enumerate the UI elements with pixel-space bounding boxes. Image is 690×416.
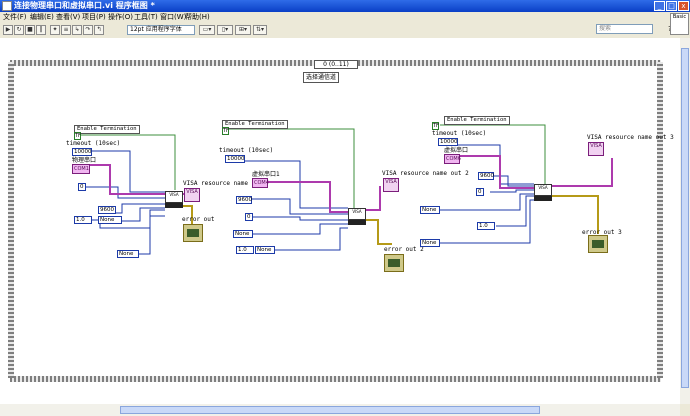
toolbar: ▶ ↻ ■ ‖ ✦ ≡ ↳ ↷ ↰ 12pt 应用程序字体 ▭▾ ▯▾ ⊞▾ ⇅…: [0, 23, 690, 39]
menu-operate[interactable]: 操作(O): [108, 13, 133, 21]
block-diagram[interactable]: 0 (0..11) 选择通信道 Enable Termination TF ti…: [0, 38, 680, 404]
title-bar: 连接物理串口和虚拟串口.vi 程序框图 * _ □ x: [0, 0, 690, 12]
zero-constant-1[interactable]: 0: [78, 183, 86, 191]
run-arrow-icon[interactable]: ▶: [3, 25, 13, 35]
case-label: 选择通信道: [303, 72, 340, 83]
flow-control-enum-2[interactable]: None: [255, 246, 275, 254]
enable-termination-constant-1[interactable]: TF: [74, 132, 81, 140]
reorder-icon[interactable]: ⇅▾: [253, 25, 267, 35]
align-objects-icon[interactable]: ▭▾: [199, 25, 215, 35]
menu-edit[interactable]: 编辑(E): [30, 13, 54, 21]
timeout-control-2[interactable]: 10000: [225, 155, 245, 163]
error-out-indicator-2[interactable]: [384, 254, 404, 272]
parity-enum-2[interactable]: None: [233, 230, 253, 238]
run-continuously-icon[interactable]: ↻: [14, 25, 24, 35]
case-selector[interactable]: 0 (0..11): [314, 60, 358, 69]
horizontal-scrollbar[interactable]: [0, 404, 680, 416]
node-terminal-1: [165, 203, 183, 208]
horizontal-scroll-thumb[interactable]: [120, 406, 540, 414]
vertical-scroll-thumb[interactable]: [681, 48, 689, 388]
highlight-execution-icon[interactable]: ✦: [50, 25, 60, 35]
menu-window[interactable]: 窗口(W): [160, 13, 187, 21]
wires-layer: [80, 124, 613, 255]
search-input[interactable]: 搜索: [596, 24, 653, 34]
parity-enum-1[interactable]: None: [98, 216, 122, 224]
case-structure-bottom-border: [10, 376, 661, 382]
visa-out-label-1: VISA resource name out: [183, 180, 263, 187]
timeout-label-2: timeout (10sec): [219, 147, 274, 154]
font-selector[interactable]: 12pt 应用程序字体: [127, 25, 195, 35]
menu-bar: 文件(F) 编辑(E) 查看(V) 项目(P) 操作(O) 工具(T) 窗口(W…: [0, 12, 690, 23]
maximize-button[interactable]: □: [666, 1, 677, 11]
step-over-icon[interactable]: ↷: [83, 25, 93, 35]
close-button[interactable]: x: [678, 1, 689, 11]
visa-out-indicator-3[interactable]: VISA: [588, 142, 604, 156]
abort-icon[interactable]: ■: [25, 25, 35, 35]
visa-resource-control-1[interactable]: COM1: [72, 164, 90, 174]
node-terminal-3: [534, 196, 552, 201]
context-help-icon[interactable]: Basic: [670, 13, 689, 35]
port-label-1: 物理串口: [72, 157, 97, 164]
menu-project[interactable]: 项目(P): [82, 13, 106, 21]
step-out-icon[interactable]: ↰: [94, 25, 104, 35]
data-bits-constant-1[interactable]: 1.0: [74, 216, 92, 224]
window-title: 连接物理串口和虚拟串口.vi 程序框图 *: [14, 1, 155, 10]
visa-resource-control-2[interactable]: COM4: [252, 178, 269, 188]
enable-termination-constant-2[interactable]: TF: [222, 127, 229, 135]
menu-help[interactable]: 帮助(H): [185, 13, 210, 21]
resize-objects-icon[interactable]: ⊞▾: [235, 25, 251, 35]
case-structure-right-border: [657, 62, 663, 378]
menu-view[interactable]: 查看(V): [56, 13, 81, 21]
data-bits-constant-2[interactable]: 1.0: [236, 246, 254, 254]
case-structure-left-border: [8, 62, 14, 378]
menu-tools[interactable]: 工具(T): [134, 13, 158, 21]
vertical-scrollbar[interactable]: [680, 38, 690, 404]
timeout-label-1: timeout (10sec): [66, 140, 121, 147]
error-out-label-2: error out 2: [384, 246, 424, 253]
timeout-label-3: timeout (10sec): [432, 130, 487, 137]
baud-constant-2[interactable]: 9600: [236, 196, 252, 204]
baud-constant-1[interactable]: 9600: [98, 206, 116, 214]
distribute-objects-icon[interactable]: ▯▾: [217, 25, 233, 35]
port-label-2: 虚拟串口1: [252, 171, 280, 178]
labview-app-icon: [2, 1, 12, 11]
enable-termination-constant-3[interactable]: TF: [432, 122, 439, 130]
visa-out-indicator-2[interactable]: VISA: [383, 178, 399, 192]
pause-icon[interactable]: ‖: [36, 25, 46, 35]
parity-enum-3[interactable]: None: [420, 206, 440, 214]
baud-constant-3[interactable]: 9600: [478, 172, 494, 180]
timeout-control-3[interactable]: 10000: [438, 138, 458, 146]
flow-control-enum-1[interactable]: None: [117, 250, 139, 258]
visa-configure-serial-port-node-1[interactable]: VISA: [165, 191, 183, 203]
enable-termination-label-2: Enable Termination: [222, 120, 288, 129]
minimize-button[interactable]: _: [654, 1, 665, 11]
error-out-label-1: error out: [182, 216, 215, 223]
enable-termination-label-3: Enable Termination: [444, 116, 510, 125]
visa-out-label-2: VISA resource name out 2: [382, 170, 469, 177]
menu-file[interactable]: 文件(F): [3, 13, 27, 21]
node-terminal-2: [348, 220, 366, 225]
visa-configure-serial-port-node-2[interactable]: VISA: [348, 208, 366, 220]
timeout-control-1[interactable]: 10000: [72, 148, 92, 156]
error-out-indicator-3[interactable]: [588, 235, 608, 253]
error-out-indicator-1[interactable]: [183, 224, 203, 242]
zero-constant-2[interactable]: 0: [245, 213, 253, 221]
error-out-label-3: error out 3: [582, 229, 622, 236]
port-label-3: 虚拟串口: [444, 147, 469, 154]
visa-resource-control-3[interactable]: COM6: [444, 154, 461, 164]
retain-wire-values-icon[interactable]: ≡: [61, 25, 71, 35]
flow-control-enum-3[interactable]: None: [420, 239, 440, 247]
visa-out-indicator-1[interactable]: VISA: [184, 188, 200, 202]
enable-termination-label-1: Enable Termination: [74, 125, 140, 134]
visa-configure-serial-port-node-3[interactable]: VISA: [534, 184, 552, 196]
step-into-icon[interactable]: ↳: [72, 25, 82, 35]
visa-out-label-3: VISA resource name out 3: [587, 134, 674, 141]
data-bits-constant-3[interactable]: 1.0: [477, 222, 495, 230]
zero-constant-3[interactable]: 0: [476, 188, 484, 196]
